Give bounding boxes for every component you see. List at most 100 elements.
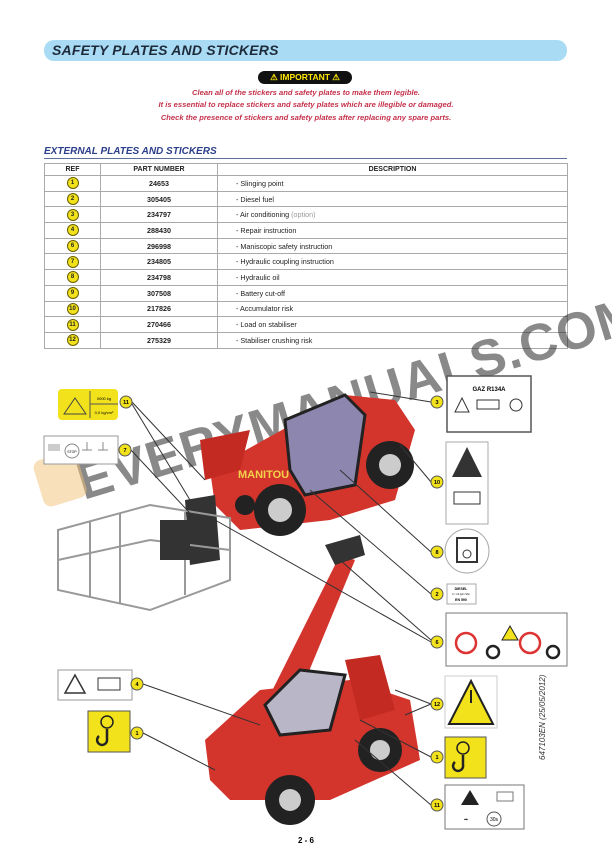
sticker-stabiliser-crushing: [444, 675, 498, 729]
arrow-up-icon: [100, 715, 114, 729]
callout-number: 12: [434, 702, 440, 708]
warning-triangle-icon: [63, 673, 87, 694]
warning-triangle-icon: [501, 624, 519, 641]
callout-number: 8: [435, 550, 438, 556]
no-person-icon: [518, 631, 542, 655]
important-line: Clean all of the stickers and safety pla…: [192, 88, 420, 97]
description-cell: - Diesel fuel: [217, 190, 568, 208]
col-part-number: PART NUMBER: [100, 163, 218, 176]
manual-book-icon: [496, 791, 514, 802]
oil-drop-icon: [462, 549, 472, 559]
pressure-value: 0,0 kg/cm²: [95, 410, 114, 415]
callout-circle: [430, 697, 444, 711]
description-cell: - Hydraulic coupling instruction: [217, 253, 568, 271]
description: - Maniscopic safety instruction: [236, 241, 333, 251]
part-number: 234805: [100, 253, 218, 271]
description-cell: - Repair instruction: [217, 222, 568, 239]
description-cell: - Maniscopic safety instruction: [217, 237, 568, 255]
sticker-diesel-fuel: DIESEL 0 < 10 ppm Sfur EN 590: [446, 583, 477, 605]
callout-3: 3: [430, 395, 444, 409]
callout-circle: [430, 635, 444, 649]
ref-badge: 12: [66, 334, 79, 347]
watermark-logo: [33, 451, 87, 507]
ref-badge: 10: [66, 302, 79, 315]
ref-cell: 6: [44, 237, 101, 255]
leader-lines: [130, 391, 432, 806]
ref-cell: 1: [44, 175, 101, 192]
manual-book-icon: [48, 444, 60, 451]
wheel-icon: [545, 644, 561, 660]
table-row: 6 296998 - Maniscopic safety instruction: [44, 237, 568, 255]
ref-cell: 9: [44, 284, 101, 302]
ref-cell: 8: [44, 269, 101, 286]
callout-1: 1: [430, 750, 444, 764]
stop-label: STOP: [67, 450, 77, 454]
table-row: 4 288430 - Repair instruction: [44, 222, 568, 239]
description: - Hydraulic coupling instruction: [236, 257, 334, 267]
ref-cell: 4: [44, 222, 101, 239]
explosion-warning-icon: [452, 447, 482, 477]
ref-badge: 7: [66, 255, 79, 268]
callout-4: 4: [130, 677, 144, 691]
description: - Repair instruction: [236, 225, 297, 235]
description-cell: - Slinging point: [217, 175, 568, 192]
description-cell: - Battery cut-off: [217, 284, 568, 302]
callout-circle: [119, 395, 133, 409]
part-number: 296998: [100, 237, 218, 255]
table-row: 1 24653 - Slinging point: [44, 175, 568, 192]
part-number: 234798: [100, 269, 218, 286]
timer-label: 30s: [490, 817, 499, 823]
description-cell: - Hydraulic oil: [217, 269, 568, 286]
part-number: 24653: [100, 175, 218, 192]
description-cell: - Air conditioning (option): [217, 206, 568, 224]
callout-number: 1: [135, 731, 138, 737]
part-number: 305405: [100, 190, 218, 208]
callout-circle: [130, 677, 144, 691]
callout-circle: [130, 726, 144, 740]
sticker-air-conditioning: GAZ R134A: [446, 375, 532, 433]
sticker-slinging-point-left: [87, 710, 131, 753]
important-line: Check the presence of stickers and safet…: [160, 113, 452, 122]
table-row: 2 305405 - Diesel fuel: [44, 190, 568, 208]
callout-circle: [430, 395, 444, 409]
callout-number: 7: [123, 448, 126, 454]
sticker-load-on-stabiliser: 0000 kg 0,0 kg/cm²: [58, 389, 118, 420]
ref-cell: 11: [44, 316, 101, 333]
callout-1: 1: [130, 726, 144, 740]
description-cell: - Accumulator risk: [217, 300, 568, 318]
col-ref: REF: [44, 163, 101, 176]
ref-cell: 2: [44, 190, 101, 208]
description: - Stabiliser crushing risk: [236, 335, 313, 345]
stop-icon: [64, 443, 80, 459]
gaz-label: GAZ R134A: [472, 387, 506, 393]
callout-circle: [430, 798, 444, 812]
callout-circle: [430, 587, 444, 601]
callout-10: 10: [430, 475, 444, 489]
divider: [44, 158, 567, 159]
callout-number: 6: [435, 640, 438, 646]
callout-7: 7: [118, 443, 132, 457]
ref-badge: 3: [66, 208, 79, 221]
page-title: SAFETY PLATES AND STICKERS: [52, 42, 279, 58]
sticker-hydraulic-coupling: STOP: [43, 435, 119, 465]
table-row: 12 275329 - Stabiliser crushing risk: [44, 331, 568, 349]
machine-diagram: MANITOU MANITOU GAZ R134A: [33, 375, 568, 830]
sticker-hydraulic-oil: [444, 528, 490, 574]
table-row: 8 234798 - Hydraulic oil: [44, 269, 568, 286]
callout-circle: [430, 750, 444, 764]
table-row: 3 234797 - Air conditioning (option): [44, 206, 568, 224]
arrow-up-icon: [456, 741, 470, 755]
part-number: 217826: [100, 300, 218, 318]
description: - Load on stabiliser: [236, 320, 297, 330]
wheel-icon: [485, 644, 501, 660]
sticker-maniscopic-safety: [445, 612, 568, 667]
callout-number: 11: [123, 400, 129, 406]
description: - Air conditioning: [236, 210, 290, 220]
stickers-table: REF PART NUMBER DESCRIPTION 1 24653 - Sl…: [44, 163, 568, 349]
callout-circle: [430, 545, 444, 559]
callout-number: 11: [434, 803, 440, 809]
callout-11: 11: [430, 798, 444, 812]
ref-badge: 1: [66, 177, 79, 190]
sticker-battery-cutoff: 30s ➡: [444, 784, 525, 830]
